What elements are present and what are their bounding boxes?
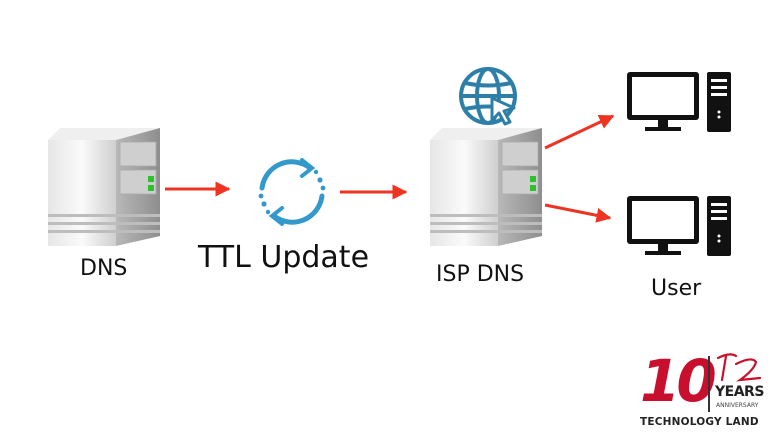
logo-number: 10 <box>640 347 717 415</box>
logo-divider <box>708 356 710 412</box>
flow-arrows <box>165 114 615 223</box>
logo-years: YEARS <box>715 384 764 400</box>
dns-label: DNS <box>80 256 128 281</box>
ttl-update-label: TTL Update <box>198 240 370 275</box>
logo-anniversary: ANNIVERSARY <box>716 402 759 409</box>
globe-cursor-icon <box>459 67 517 126</box>
technology-land-logo: 10 YEARS ANNIVERSARY TECHNOLOGY LAND <box>640 350 766 430</box>
logo-brand: TECHNOLOGY LAND <box>640 416 759 428</box>
dns-server-icon <box>48 128 160 246</box>
isp-dns-server-icon <box>430 128 542 246</box>
arrow-isp-to-user-top <box>544 114 615 150</box>
arrow-isp-to-user-bottom <box>544 203 612 223</box>
sync-icon <box>258 158 326 226</box>
user-label: User <box>651 276 702 301</box>
desktop-computer-icon <box>627 72 731 132</box>
isp-dns-label: ISP DNS <box>436 262 525 287</box>
logo-signature-icon <box>716 353 762 382</box>
desktop-computer-icon <box>627 196 731 256</box>
